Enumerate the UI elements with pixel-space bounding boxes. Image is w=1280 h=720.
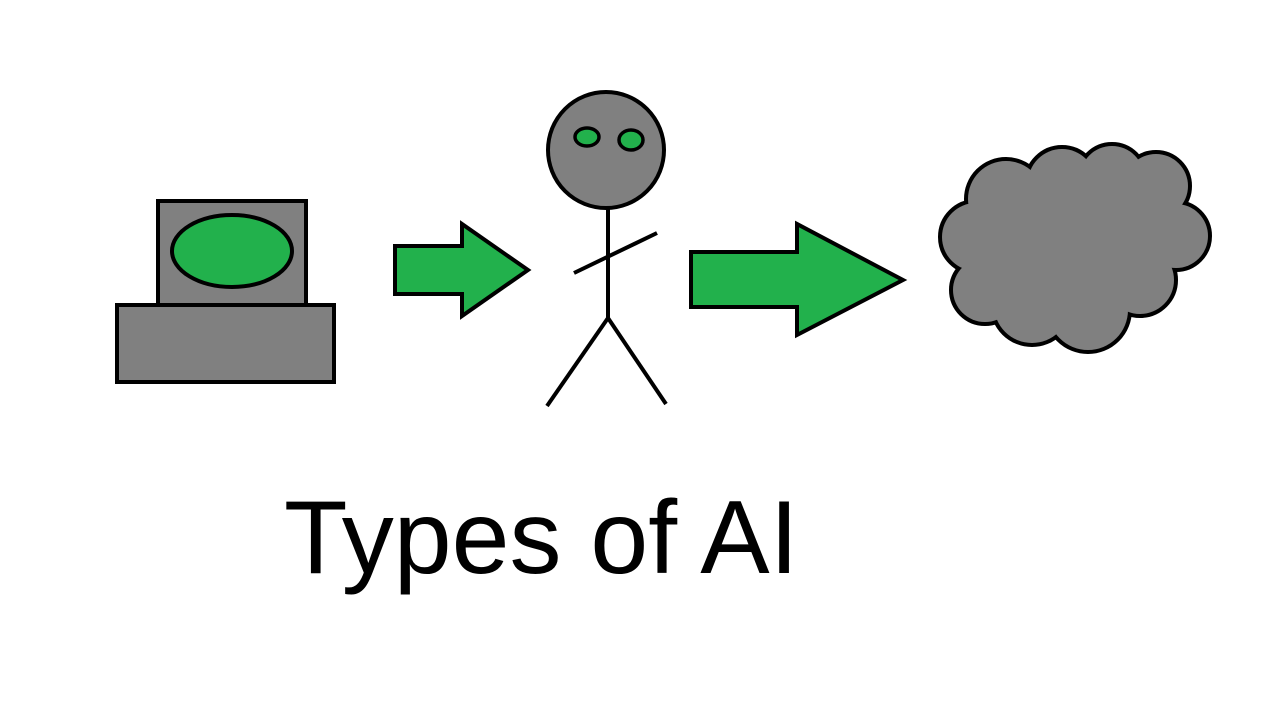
stick-figure-icon (545, 90, 668, 408)
stick-figure-eye-left (573, 126, 601, 148)
arrow-right-icon (393, 220, 532, 320)
arrow-right-icon (689, 220, 908, 339)
computer-base (115, 303, 336, 384)
computer-icon (115, 199, 336, 384)
page-title: Types of AI (284, 480, 799, 596)
computer-screen (170, 213, 294, 289)
stick-figure-arms (573, 231, 658, 275)
cloud-icon (938, 142, 1212, 354)
stick-figure-head (546, 90, 666, 210)
stick-figure-leg-right (606, 316, 668, 406)
stick-figure-leg-left (545, 316, 610, 408)
stick-figure-eye-right (617, 128, 645, 152)
